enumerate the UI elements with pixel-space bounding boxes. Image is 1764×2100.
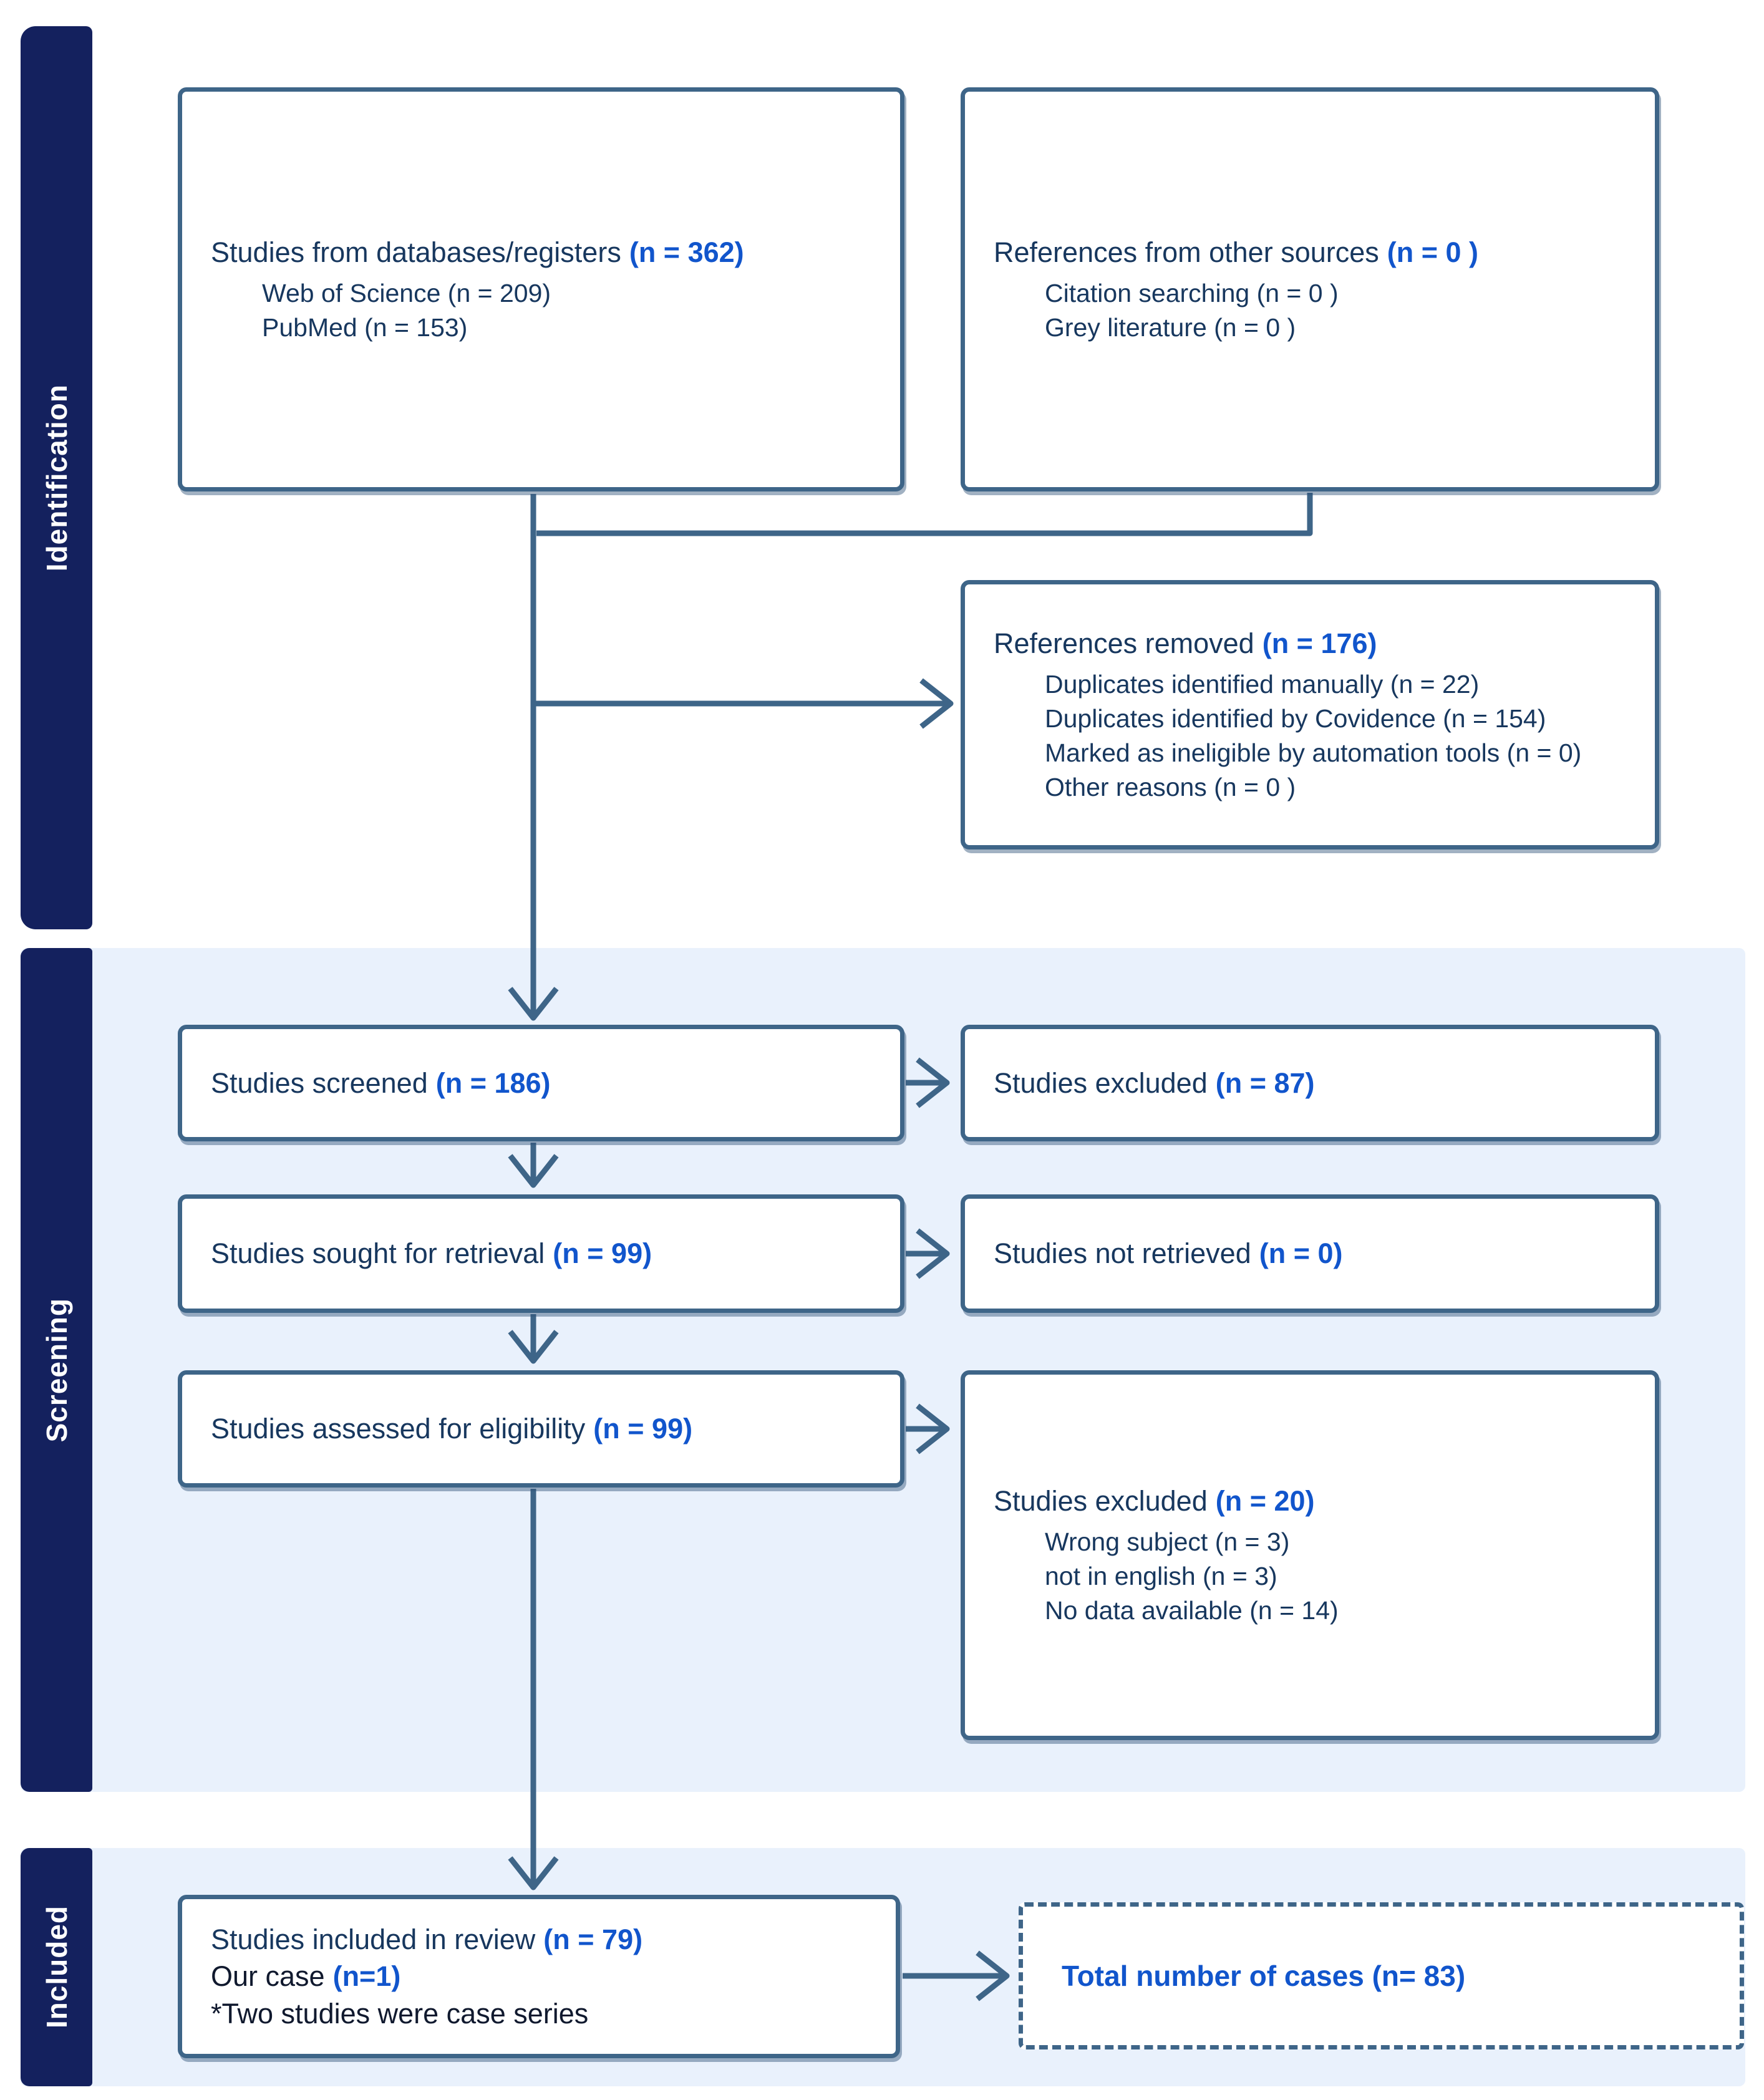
arrowhead-into-references-removed (919, 678, 954, 729)
box-sub-item: Grey literature (n = 0 ) (1045, 312, 1296, 342)
box-references-removed: References removed(n = 176) Duplicates i… (961, 580, 1659, 849)
box-sub-item: Citation searching (n = 0 ) (1045, 278, 1339, 307)
box-references-other-sources: References from other sources(n = 0 ) Ci… (961, 87, 1659, 491)
box-studies-screened: Studies screened(n = 186) (178, 1025, 904, 1141)
box-line-our-case: Our case(n=1) (211, 1960, 401, 1993)
arrowhead-into-assessed (508, 1330, 559, 1364)
box-title: Studies excluded(n = 20) (994, 1485, 1315, 1517)
arrowhead-into-total (976, 1950, 1010, 2001)
box-studies-from-databases: Studies from databases/registers(n = 362… (178, 87, 904, 491)
box-sub-item: PubMed (n = 153) (262, 312, 468, 342)
arrowhead-into-screened (508, 987, 559, 1021)
arrowhead-into-sought (508, 1154, 559, 1188)
box-studies-included-review: Studies included in review(n = 79) Our c… (178, 1895, 900, 2058)
stage-identification: Identification (21, 26, 92, 929)
box-title: References removed(n = 176) (994, 627, 1377, 660)
stage-included: Included (21, 1848, 92, 2086)
box-sub-item: Marked as ineligible by automation tools… (1045, 738, 1582, 767)
box-title: Studies included in review(n = 79) (211, 1923, 643, 1955)
box-title: References from other sources(n = 0 ) (994, 236, 1479, 269)
arrowhead-into-excluded-87 (916, 1057, 950, 1108)
box-sub-item: No data available (n = 14) (1045, 1595, 1339, 1625)
box-sub-item: Duplicates identified manually (n = 22) (1045, 669, 1480, 699)
box-sub-item: Other reasons (n = 0 ) (1045, 772, 1296, 801)
box-sub-item: Wrong subject (n = 3) (1045, 1527, 1290, 1556)
box-studies-not-retrieved: Studies not retrieved(n = 0) (961, 1194, 1659, 1313)
box-title: Studies from databases/registers(n = 362… (211, 236, 744, 269)
stage-screening: Screening (21, 948, 92, 1792)
connector-other-sources-merge (536, 493, 1313, 536)
box-studies-excluded-screening: Studies excluded(n = 87) (961, 1025, 1659, 1141)
box-line-footnote: *Two studies were case series (211, 1997, 589, 2030)
box-studies-sought: Studies sought for retrieval(n = 99) (178, 1194, 904, 1313)
box-title: Total number of cases (n= 83) (1062, 1959, 1466, 1992)
box-title: Studies excluded(n = 87) (994, 1067, 1315, 1099)
arrowhead-into-included (508, 1856, 559, 1890)
box-title: Studies screened(n = 186) (211, 1067, 551, 1099)
box-title: Studies sought for retrieval(n = 99) (211, 1237, 652, 1270)
box-total-cases: Total number of cases (n= 83) (1019, 1902, 1744, 2049)
box-studies-excluded-eligibility: Studies excluded(n = 20) Wrong subject (… (961, 1370, 1659, 1740)
box-studies-assessed: Studies assessed for eligibility(n = 99) (178, 1370, 904, 1488)
arrowhead-into-excluded-20 (916, 1403, 950, 1454)
arrowhead-into-not-retrieved (916, 1228, 950, 1279)
box-title: Studies not retrieved(n = 0) (994, 1237, 1343, 1270)
box-sub-item: Duplicates identified by Covidence (n = … (1045, 704, 1546, 733)
box-sub-item: Web of Science (n = 209) (262, 278, 551, 307)
box-sub-item: not in english (n = 3) (1045, 1561, 1277, 1590)
box-title: Studies assessed for eligibility(n = 99) (211, 1413, 693, 1445)
